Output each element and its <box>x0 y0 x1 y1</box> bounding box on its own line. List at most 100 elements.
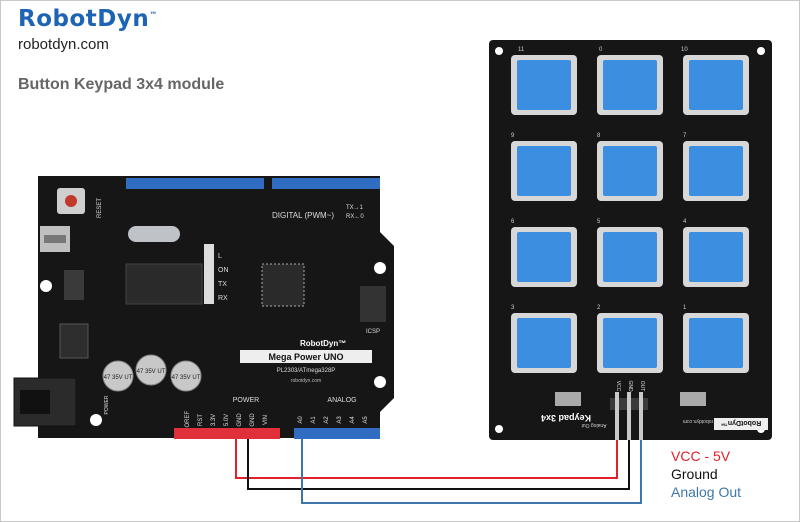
power-header <box>174 428 280 439</box>
key-number: 2 <box>597 305 601 311</box>
capacitor-label: 47 35V UT <box>137 369 166 375</box>
reset-button-cap[interactable] <box>65 195 77 207</box>
led-strip <box>204 244 214 304</box>
keypad-pin-label: VCC <box>615 381 621 392</box>
key-number: 3 <box>511 305 515 311</box>
pin-label: A2 <box>324 416 330 424</box>
mount-hole <box>495 425 503 433</box>
led-tx-label: TX <box>218 281 227 288</box>
board-model-box <box>240 350 372 363</box>
key-button-cap[interactable] <box>517 232 571 282</box>
digital-label: DIGITAL (PWM~) <box>272 211 334 220</box>
diagram-title: Button Keypad 3x4 module <box>18 76 225 93</box>
led-on-label: ON <box>218 267 229 274</box>
pin-label: A0 <box>298 416 304 424</box>
pin-label: GND <box>250 413 256 427</box>
key-number: 11 <box>518 47 525 53</box>
key-number: 9 <box>511 133 515 139</box>
usb-chip <box>125 263 203 305</box>
capacitors: 47 35V UT 47 35V UT 47 35V UT <box>102 354 202 392</box>
resistor-pad <box>555 392 581 406</box>
key-number: 5 <box>597 219 601 225</box>
mount-hole <box>757 47 765 55</box>
key-button-cap[interactable] <box>689 146 743 196</box>
pin-label: 5.0V <box>224 414 230 426</box>
key-button-cap[interactable] <box>603 60 657 110</box>
key-number: 4 <box>683 219 687 225</box>
key-button-cap[interactable] <box>689 232 743 282</box>
board-site: robotdyn.com <box>291 378 321 384</box>
key-button-cap[interactable] <box>517 318 571 368</box>
keypad-pin-label: OUT <box>639 381 645 392</box>
mount-hole <box>90 414 102 426</box>
regulator-big <box>59 323 89 359</box>
wire-ground <box>247 438 630 490</box>
mcu-chip <box>261 263 305 307</box>
pin-label: 3.3V <box>211 414 217 426</box>
wire-vcc <box>235 438 618 479</box>
wire-analog <box>301 438 642 504</box>
analog-section-label: ANALOG <box>327 397 356 404</box>
power-section-label: POWER <box>233 397 259 404</box>
digital-header-right <box>272 178 380 189</box>
key-button-cap[interactable] <box>603 318 657 368</box>
pin-label: A1 <box>311 416 317 424</box>
keypad-pin <box>627 392 631 440</box>
rx-label: RX←0 <box>346 214 364 220</box>
arduino-board: RESET POWER 47 35V UT 47 35V UT 47 35V U… <box>13 176 394 439</box>
capacitor-label: 47 35V UT <box>104 375 133 381</box>
pin-label: A3 <box>337 416 343 424</box>
keypad-analog-out-label: Analog Out <box>581 422 607 428</box>
mount-hole <box>495 47 503 55</box>
digital-header-left <box>126 178 264 189</box>
board-brand: RobotDyn™ <box>300 339 346 348</box>
led-l-label: L <box>218 253 222 260</box>
pin-label: VIN <box>263 415 269 425</box>
capacitor <box>170 360 202 392</box>
legend-analog-out: Analog Out <box>671 484 742 500</box>
usb-port <box>44 235 66 243</box>
key-number: 7 <box>683 133 687 139</box>
key-number: 10 <box>681 47 688 53</box>
board-chip: PL2303/ATmega328P <box>277 368 336 374</box>
pin-label: A4 <box>350 416 356 424</box>
icsp-label: ICSP <box>366 329 380 335</box>
pin-label: GND <box>237 413 243 427</box>
key-number: 1 <box>683 305 687 311</box>
regulator <box>64 270 84 300</box>
pin-label: RST <box>198 414 204 426</box>
key-button-cap[interactable] <box>689 60 743 110</box>
resistor-pad <box>680 392 706 406</box>
robotdyn-logo: RobotDyn™ <box>18 6 158 32</box>
keypad-module: 11 0 10 9 8 7 6 5 4 3 2 1 Keypad 3x4 Ana… <box>489 40 772 440</box>
led-rx-label: RX <box>218 295 228 302</box>
keypad-site: robotdyn.com <box>683 418 713 424</box>
key-button-cap[interactable] <box>603 146 657 196</box>
keypad-pin <box>639 392 643 440</box>
tx-label: TX→1 <box>346 205 364 211</box>
key-button-cap[interactable] <box>517 60 571 110</box>
key-button-cap[interactable] <box>689 318 743 368</box>
crystal <box>128 226 180 242</box>
mount-hole <box>374 376 386 388</box>
keypad-pin-label: GND <box>627 380 633 392</box>
website-text: robotdyn.com <box>18 36 109 53</box>
pin-label: A5 <box>363 416 369 424</box>
power-jack-hole <box>20 390 50 414</box>
key-button-cap[interactable] <box>603 232 657 282</box>
key-number: 8 <box>597 133 601 139</box>
key-number: 0 <box>599 47 603 53</box>
analog-header <box>294 428 380 439</box>
key-button-cap[interactable] <box>517 146 571 196</box>
icsp-header <box>360 286 386 322</box>
capacitor <box>102 360 134 392</box>
keypad-pin <box>615 392 619 440</box>
key-number: 6 <box>511 219 515 225</box>
power-jack-label: POWER <box>104 395 110 414</box>
reset-label: RESET <box>97 198 103 218</box>
legend-ground: Ground <box>671 466 718 482</box>
mount-hole <box>374 262 386 274</box>
keypad-brand-box <box>714 418 768 430</box>
capacitor <box>135 354 167 386</box>
